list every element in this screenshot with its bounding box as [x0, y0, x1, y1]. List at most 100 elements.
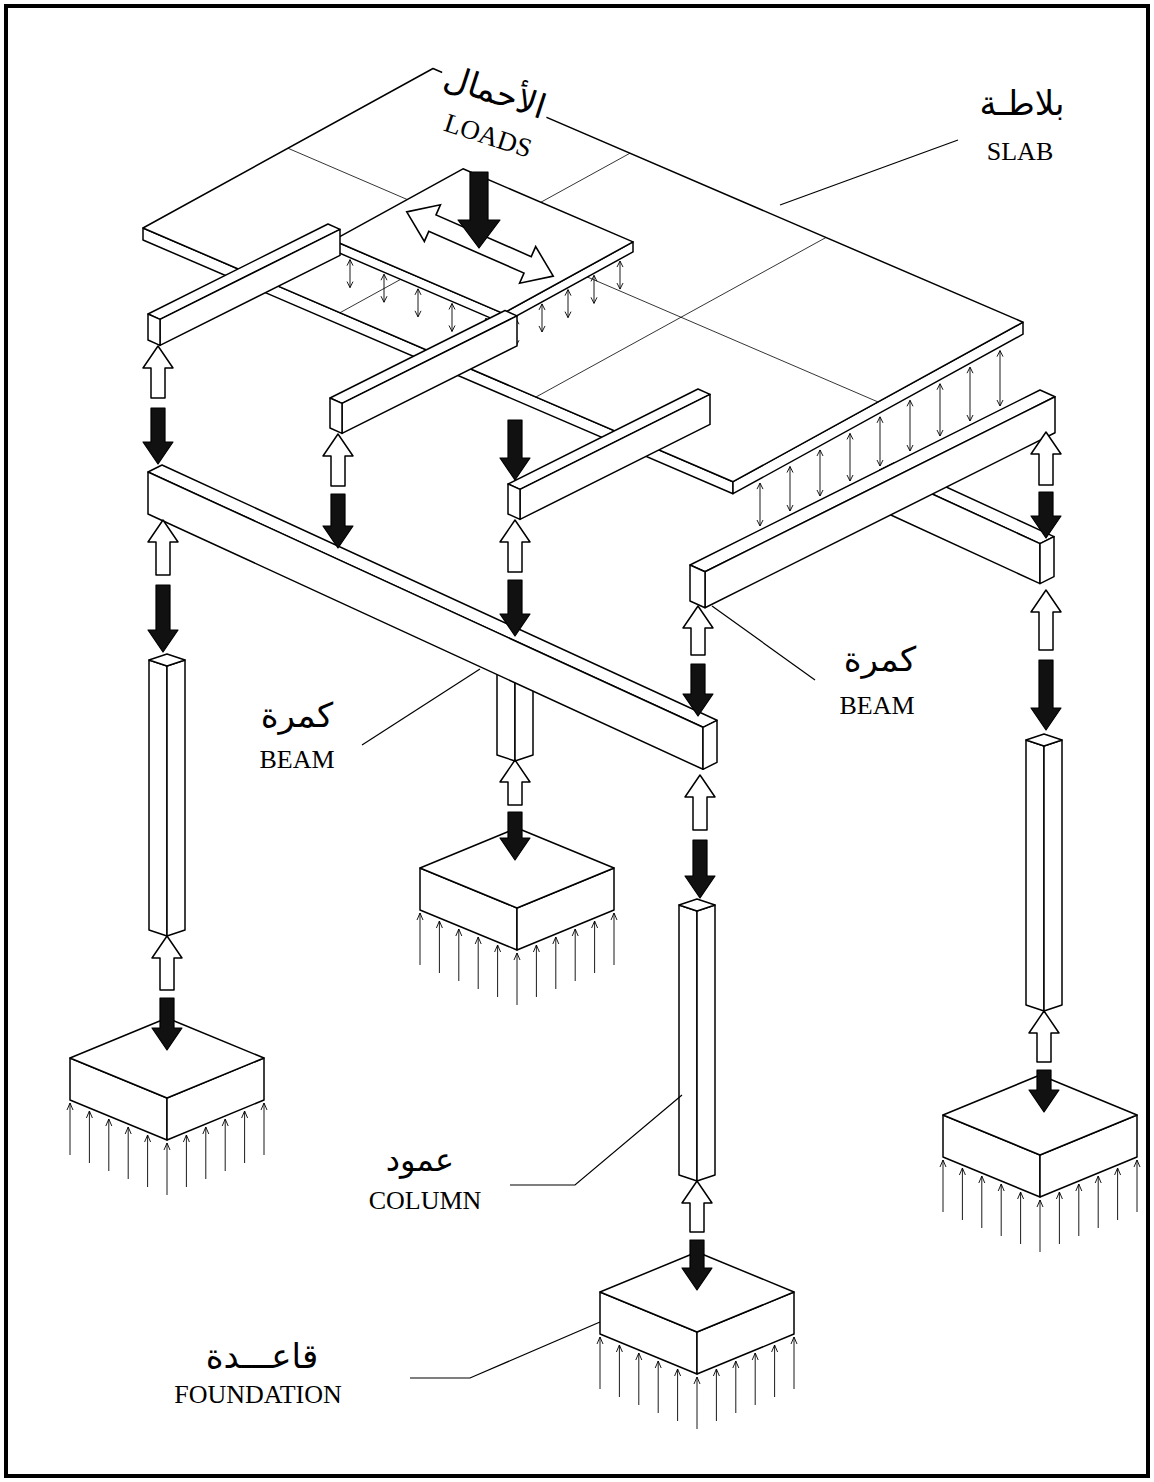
reaction-arrow — [500, 760, 530, 805]
soil-reaction — [514, 953, 520, 960]
load-tick — [384, 274, 385, 302]
soil-reaction — [222, 1119, 228, 1126]
soil-reaction — [1001, 1184, 1002, 1236]
load-tick — [449, 325, 455, 331]
column — [1026, 740, 1044, 1011]
soil-reaction — [436, 921, 442, 928]
reaction-arrow — [683, 606, 713, 655]
beam — [703, 720, 717, 769]
part-label: كمرة — [840, 640, 920, 679]
beam — [508, 484, 520, 519]
load-arrow — [500, 812, 530, 860]
load-arrow — [500, 420, 530, 480]
soil-reaction — [772, 1345, 778, 1352]
soil-reaction — [694, 1377, 700, 1384]
load-tick — [542, 304, 543, 332]
load-tick — [820, 450, 821, 496]
leader-line — [780, 140, 958, 205]
soil-reaction — [458, 929, 459, 981]
soil-reaction — [597, 1337, 603, 1344]
soil-reaction — [592, 921, 598, 928]
load-tick — [910, 400, 911, 451]
soil-reaction — [264, 1103, 265, 1155]
load-tick — [350, 260, 351, 288]
soil-reaction — [735, 1361, 736, 1413]
frame — [6, 6, 1148, 1476]
reaction-arrow — [323, 434, 353, 486]
part-label: SLAB — [983, 137, 1057, 167]
reaction-arrow — [143, 346, 173, 398]
part-label: BEAM — [255, 745, 338, 775]
load-tick — [347, 282, 353, 288]
soil-reaction — [1137, 1160, 1138, 1212]
load-tick — [620, 261, 621, 289]
soil-reaction — [261, 1103, 267, 1110]
load-tick — [415, 311, 421, 317]
beam — [330, 398, 342, 433]
soil-reaction — [555, 937, 556, 989]
beam — [148, 472, 703, 769]
soil-reaction — [167, 1143, 168, 1195]
soil-reaction — [1117, 1168, 1118, 1220]
slab-panel-line — [288, 148, 878, 402]
soil-reaction — [128, 1127, 129, 1179]
load-tick — [452, 303, 453, 331]
column — [149, 660, 167, 936]
soil-reaction — [658, 1361, 659, 1413]
load-tick — [997, 351, 1003, 357]
part-label: BEAM — [835, 691, 918, 721]
load-tick — [347, 260, 353, 266]
soil-reaction — [478, 937, 479, 989]
column — [149, 654, 185, 666]
load-tick — [415, 289, 421, 295]
load-tick — [967, 367, 973, 373]
load-tick — [381, 296, 387, 302]
part-label: عمود — [382, 1142, 458, 1179]
soil-reaction — [1018, 1192, 1024, 1199]
soil-reaction — [713, 1369, 719, 1376]
soil-reaction — [495, 945, 501, 952]
load-tick — [787, 505, 793, 511]
soil-reaction — [497, 945, 498, 997]
reaction-arrow — [682, 1181, 712, 1232]
part-label: بلاطـة — [976, 84, 1069, 123]
soil-reaction — [553, 937, 559, 944]
soil-reaction — [536, 945, 537, 997]
load-tick — [997, 400, 1003, 406]
part-label: COLUMN — [365, 1186, 486, 1216]
beam — [148, 224, 340, 319]
soil-reaction — [1076, 1184, 1082, 1191]
load-tick — [817, 490, 823, 496]
reaction-arrow — [500, 520, 530, 572]
load-arrow — [685, 840, 715, 898]
soil-reaction — [998, 1184, 1004, 1191]
soil-reaction — [456, 929, 462, 936]
load-arrow — [1031, 492, 1061, 538]
soil-reaction — [86, 1111, 92, 1118]
beam — [520, 394, 710, 519]
soil-reaction — [733, 1361, 739, 1368]
load-arrow — [500, 580, 530, 636]
soil-reaction — [1020, 1192, 1021, 1244]
load-tick — [907, 445, 913, 451]
load-tick — [937, 384, 943, 390]
load-arrow — [1029, 1070, 1059, 1112]
soil-reaction — [147, 1135, 148, 1187]
load-arrow — [143, 408, 173, 464]
soil-reaction — [203, 1127, 209, 1134]
reaction-arrow — [685, 775, 715, 830]
soil-reaction — [533, 945, 539, 952]
load-tick — [568, 290, 569, 318]
reaction-arrow — [148, 520, 178, 575]
soil-reaction — [616, 1345, 622, 1352]
soil-reaction — [1134, 1160, 1140, 1167]
load-tick — [817, 450, 823, 456]
soil-reaction — [791, 1337, 797, 1344]
soil-reaction — [794, 1337, 795, 1389]
load-tick — [907, 400, 913, 406]
beam — [1040, 537, 1054, 584]
soil-reaction — [619, 1345, 620, 1397]
leader-line — [510, 1095, 682, 1185]
soil-reaction — [940, 1160, 946, 1167]
